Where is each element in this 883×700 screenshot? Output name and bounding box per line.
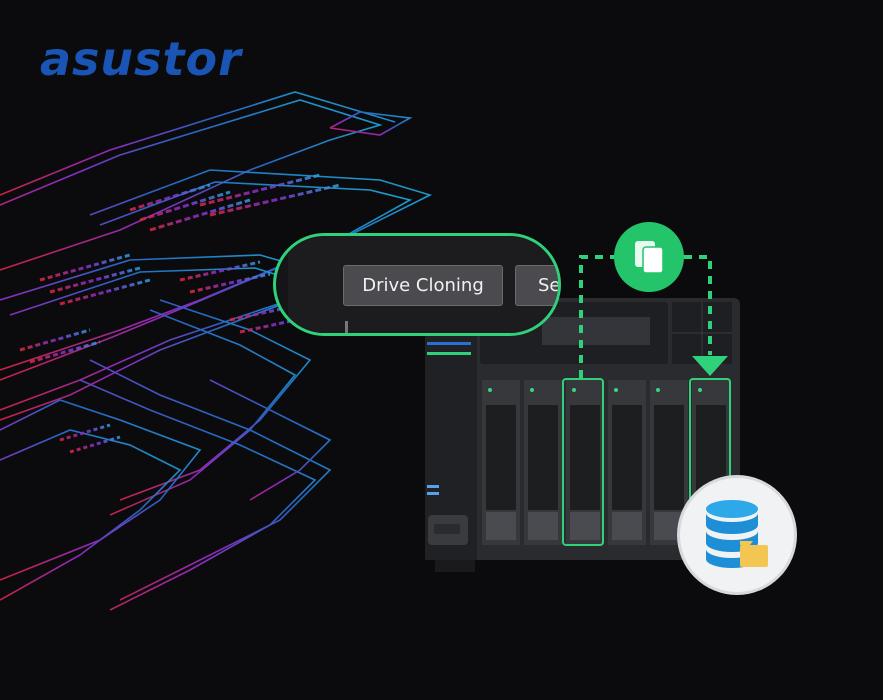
drive-cloning-button[interactable]: Drive Cloning: [343, 265, 503, 306]
scroll-indicator: [345, 321, 348, 333]
copy-documents-icon: [614, 222, 684, 292]
database-folder-icon: [680, 478, 794, 592]
callout-panel: Drive Cloning Secu: [288, 236, 558, 333]
security-button[interactable]: Secu: [515, 265, 558, 306]
feature-callout: Drive Cloning Secu: [273, 233, 561, 336]
asustor-logo: asustor: [40, 32, 242, 86]
